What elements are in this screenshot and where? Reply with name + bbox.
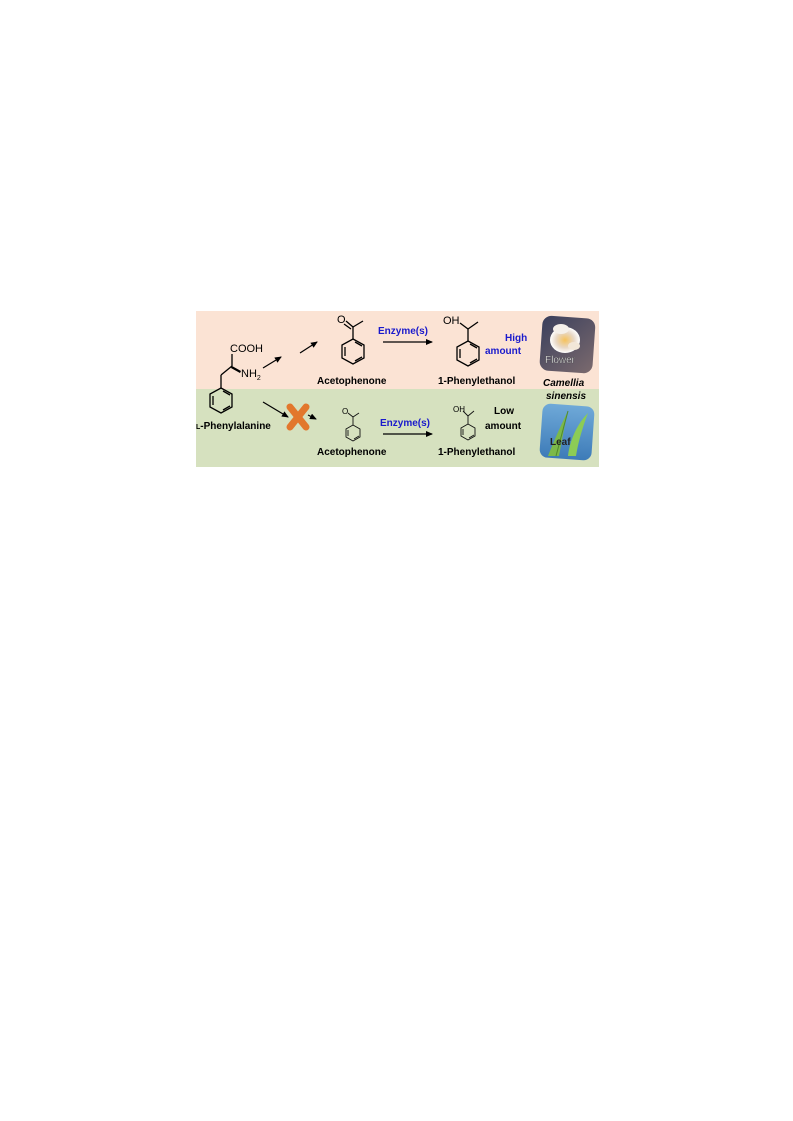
phenylalanine-label: L-Phenylalanine (196, 421, 271, 432)
phenylethanol-label-top: 1-Phenylethanol (438, 376, 515, 387)
pathway-figure: COOH NH2 L-Phenylalanine O Acetophenone … (196, 311, 599, 467)
flower-photo-label: Flower (545, 355, 576, 366)
enzyme-label-bottom: Enzyme(s) (380, 418, 430, 429)
leaf-photo-label: Leaf (550, 437, 571, 448)
ketone-o-top: O (337, 314, 346, 326)
high-amount-line1: High (505, 333, 527, 344)
enzyme-label-top: Enzyme(s) (378, 326, 428, 337)
low-amount-line1: Low (494, 406, 514, 417)
ketone-o-bottom: O (342, 407, 348, 416)
oh-label-bottom: OH (453, 405, 465, 414)
leaf-photo (539, 403, 595, 460)
low-amount-line2: amount (485, 421, 522, 432)
acetophenone-label-bottom: Acetophenone (317, 447, 387, 458)
phenylethanol-label-bottom: 1-Phenylethanol (438, 447, 515, 458)
acetophenone-label-top: Acetophenone (317, 376, 387, 387)
species-line1: Camellia (543, 378, 585, 389)
high-amount-line2: amount (485, 346, 522, 357)
species-line2: sinensis (546, 391, 586, 402)
oh-label-top: OH (443, 315, 460, 327)
cooh-label: COOH (230, 343, 263, 355)
